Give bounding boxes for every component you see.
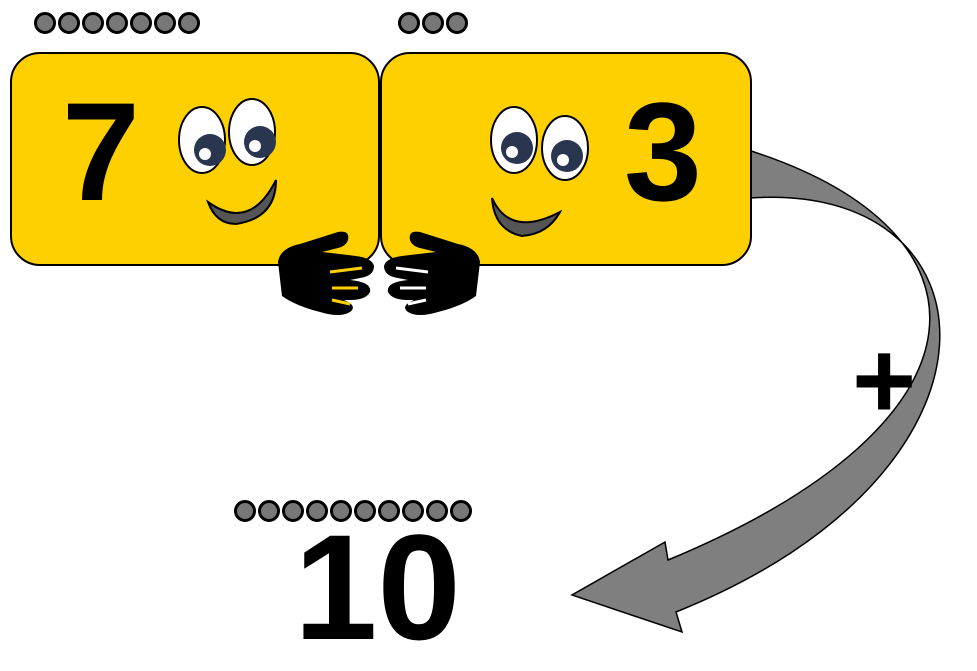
left-face-smile <box>208 180 276 224</box>
left-face <box>179 99 276 224</box>
right-face-smile <box>492 198 560 236</box>
right-face <box>491 107 588 236</box>
result-number: 10 <box>294 512 461 662</box>
plus-sign: + <box>852 326 916 436</box>
right-face-eye-left <box>491 107 537 173</box>
left-face-eye-right <box>229 99 276 165</box>
faces-layer <box>0 0 977 652</box>
left-hand-icon <box>278 232 374 315</box>
left-face-eye-left <box>179 107 226 173</box>
right-hand-icon <box>384 232 480 315</box>
right-face-eye-right <box>542 116 588 180</box>
